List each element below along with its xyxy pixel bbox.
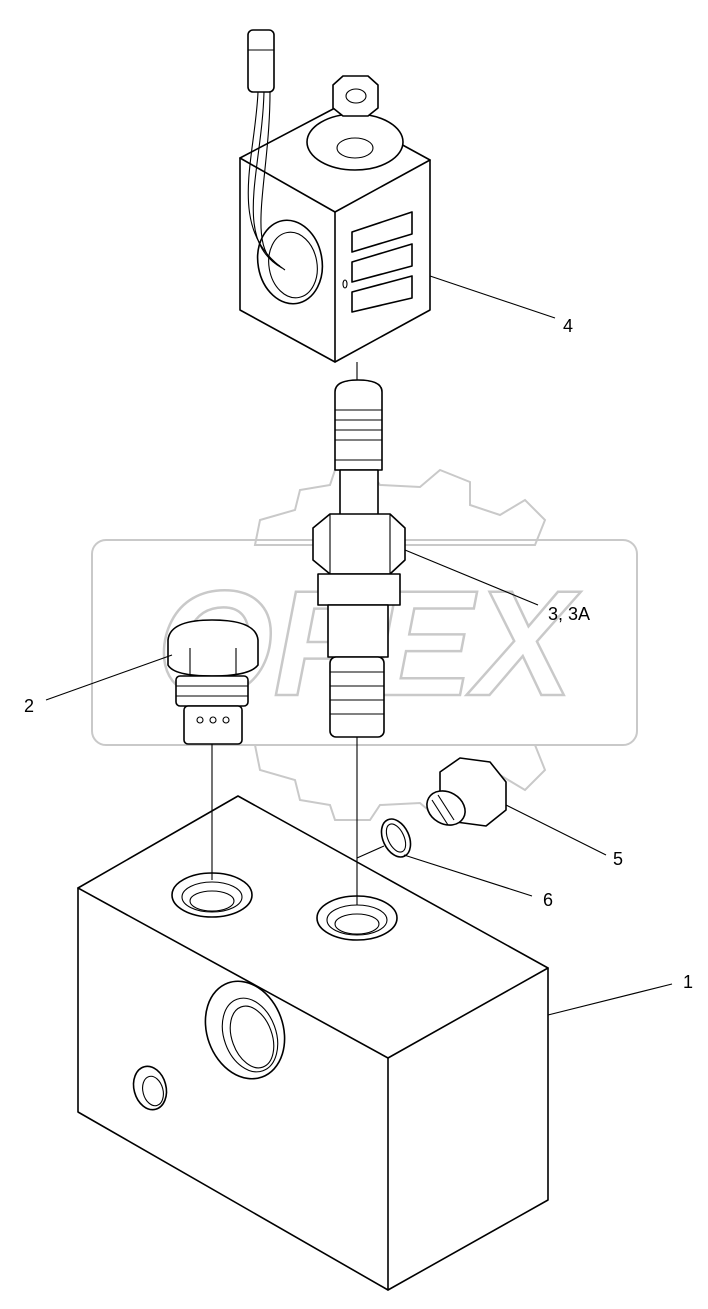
callout-labels: 1 2 3, 3A 4 5 6: [24, 316, 693, 992]
center-lines: [211, 362, 385, 905]
leader-3: [404, 549, 539, 606]
callout-1: 1: [683, 972, 693, 992]
callout-6: 6: [543, 890, 553, 910]
watermark-gear: [253, 468, 547, 546]
manifold-block: [77, 795, 549, 1291]
o-ring: [380, 818, 412, 858]
leader-1: [547, 983, 673, 1016]
leader-6: [403, 854, 533, 897]
solenoid-coil: [239, 29, 431, 363]
callout-4: 4: [563, 316, 573, 336]
callout-3-3a: 3, 3A: [548, 604, 590, 624]
leader-5: [505, 804, 607, 856]
coil-connector: [247, 29, 275, 93]
valve-cartridge: [312, 379, 406, 738]
relief-cartridge: [167, 619, 259, 745]
plug: [426, 757, 507, 827]
leader-lines: [45, 275, 673, 1016]
leader-4: [429, 275, 556, 319]
leader-2: [45, 654, 173, 701]
callout-5: 5: [613, 849, 623, 869]
callout-2: 2: [24, 696, 34, 716]
